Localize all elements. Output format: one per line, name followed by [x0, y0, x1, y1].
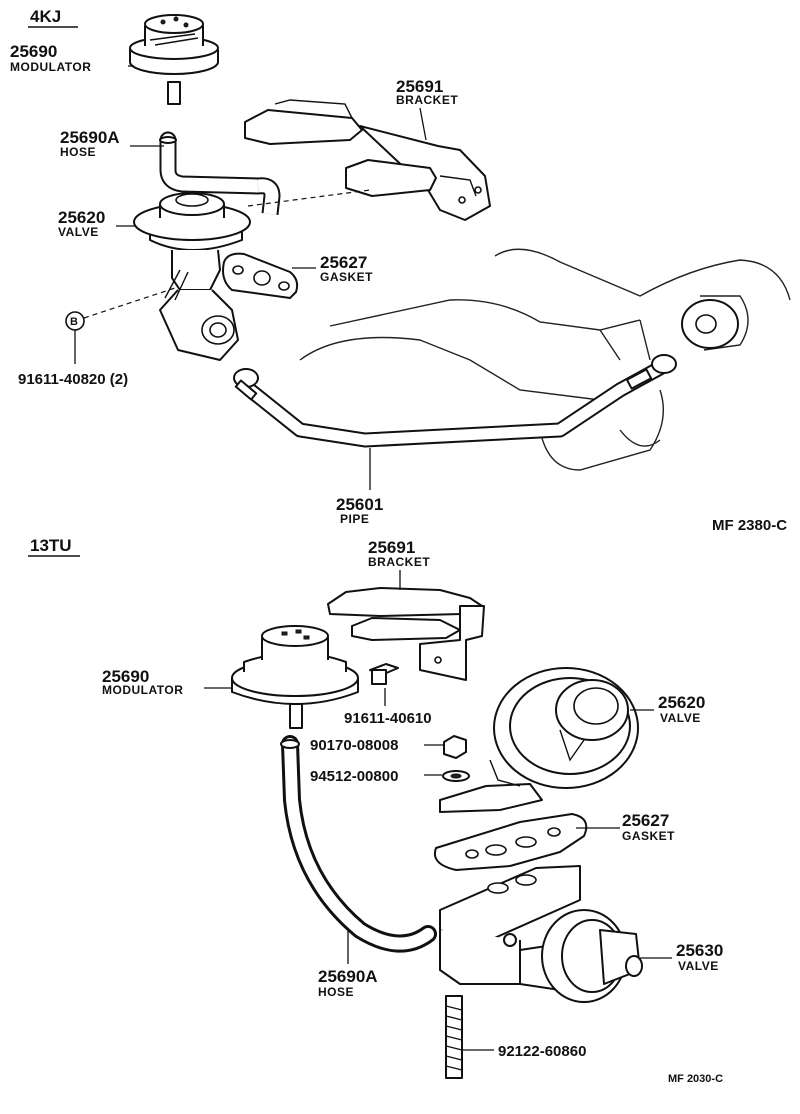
hose-part-bottom [280, 735, 437, 964]
section-label-4kj: 4KJ [30, 7, 61, 26]
label-gasket-number-bottom: 25627 [622, 811, 669, 830]
gasket-part-bottom [434, 813, 620, 871]
nut-part-bottom [424, 735, 467, 759]
label-gasket-number-top: 25627 [320, 253, 367, 272]
label-modulator-number-bottom: 25690 [102, 667, 149, 686]
label-valve-number-top: 25620 [58, 208, 105, 227]
label-hose-number-top: 25690A [60, 128, 120, 147]
hose-part-top [159, 131, 281, 215]
label-bolt-number-top: 91611-40820 (2) [18, 371, 128, 388]
valve-part-bottom-25620 [439, 667, 654, 813]
modulator-part-bottom [204, 625, 359, 729]
engine-outline-top [299, 248, 791, 471]
section-4kj: 4KJ 25690 MODULATOR 25690A HOSE [10, 7, 791, 534]
label-hose-number-bottom: 25690A [318, 967, 378, 986]
reference-code-top: MF 2380-C [712, 517, 787, 534]
label-valve2-number-bottom: 25630 [676, 941, 723, 960]
modulator-part-top [129, 14, 219, 105]
pipe-part-top [233, 354, 677, 490]
section-13tu: 13TU 25691 BRACKET 25690 MODULATOR [28, 536, 723, 1085]
label-valve2-name-bottom: VALVE [678, 959, 719, 973]
stud-part-bottom [445, 995, 494, 1079]
label-bolt-number-bottom: 91611-40610 [344, 710, 432, 727]
label-gasket-name-bottom: GASKET [622, 829, 675, 843]
gasket-part-top [222, 252, 299, 299]
section-label-13tu: 13TU [30, 536, 72, 555]
label-pipe-name-top: PIPE [340, 512, 369, 526]
valve-part-bottom-25630 [439, 865, 672, 1003]
label-bracket-name-bottom: BRACKET [368, 555, 430, 569]
bolt-marker-letter: B [70, 316, 78, 328]
valve-part-top [133, 192, 251, 361]
label-bracket-number-bottom: 25691 [368, 538, 415, 557]
label-pipe-number-top: 25601 [336, 495, 383, 514]
label-valve1-name-bottom: VALVE [660, 711, 701, 725]
bolt-marker-top: B [65, 287, 176, 364]
label-stud-number-bottom: 92122-60860 [498, 1043, 586, 1060]
label-bracket-name-top: BRACKET [396, 93, 458, 107]
label-modulator-name-top: MODULATOR [10, 60, 91, 74]
reference-code-bottom: MF 2030-C [668, 1073, 723, 1085]
label-hose-name-top: HOSE [60, 145, 96, 159]
bracket-part-bottom [327, 570, 485, 681]
label-valve-name-top: VALVE [58, 225, 99, 239]
label-modulator-number-top: 25690 [10, 42, 57, 61]
label-nut-number-bottom: 90170-08008 [310, 737, 398, 754]
label-bracket-number-top: 25691 [396, 77, 443, 96]
bracket-part-top [244, 99, 491, 221]
washer-part-bottom [424, 770, 470, 782]
label-washer-number-bottom: 94512-00800 [310, 768, 398, 785]
bolt-part-bottom [369, 663, 399, 706]
label-modulator-name-bottom: MODULATOR [102, 683, 183, 697]
label-valve1-number-bottom: 25620 [658, 693, 705, 712]
label-gasket-name-top: GASKET [320, 270, 373, 284]
label-hose-name-bottom: HOSE [318, 985, 354, 999]
